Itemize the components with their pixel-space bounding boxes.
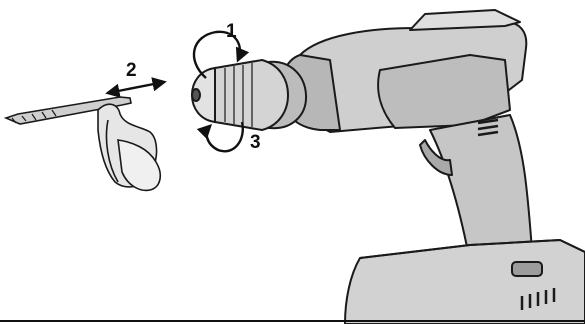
rotation-ring-arrows (105, 30, 250, 153)
vent-slots (477, 118, 556, 310)
step-2-label: 2 (126, 60, 137, 81)
power-drill (280, 9, 585, 324)
drill-bit-in-hand (3, 96, 162, 192)
hand-palm (117, 139, 162, 192)
hand-thumb (105, 119, 119, 183)
drill-bit (3, 96, 132, 125)
drill-trigger (419, 139, 453, 176)
step-3-label: 3 (250, 132, 261, 153)
chuck-jaw-opening (191, 88, 201, 102)
rotate-clockwise-arrow-icon (192, 30, 250, 79)
rotate-counterclockwise-arrow-icon (196, 121, 244, 153)
drill-chuck (190, 58, 308, 132)
drill-top-ridge (409, 9, 521, 31)
drill-handle (429, 114, 533, 263)
double-headed-arrow-icon (105, 77, 167, 98)
drill-side-panel (377, 54, 511, 129)
battery-release-button (511, 261, 543, 277)
step-1-label: 1 (226, 21, 237, 42)
chuck-grip-ribs (224, 63, 253, 127)
battery-top-edge (359, 239, 585, 259)
drill-battery-pack (344, 239, 585, 324)
drill-bit-flutes (11, 109, 57, 124)
